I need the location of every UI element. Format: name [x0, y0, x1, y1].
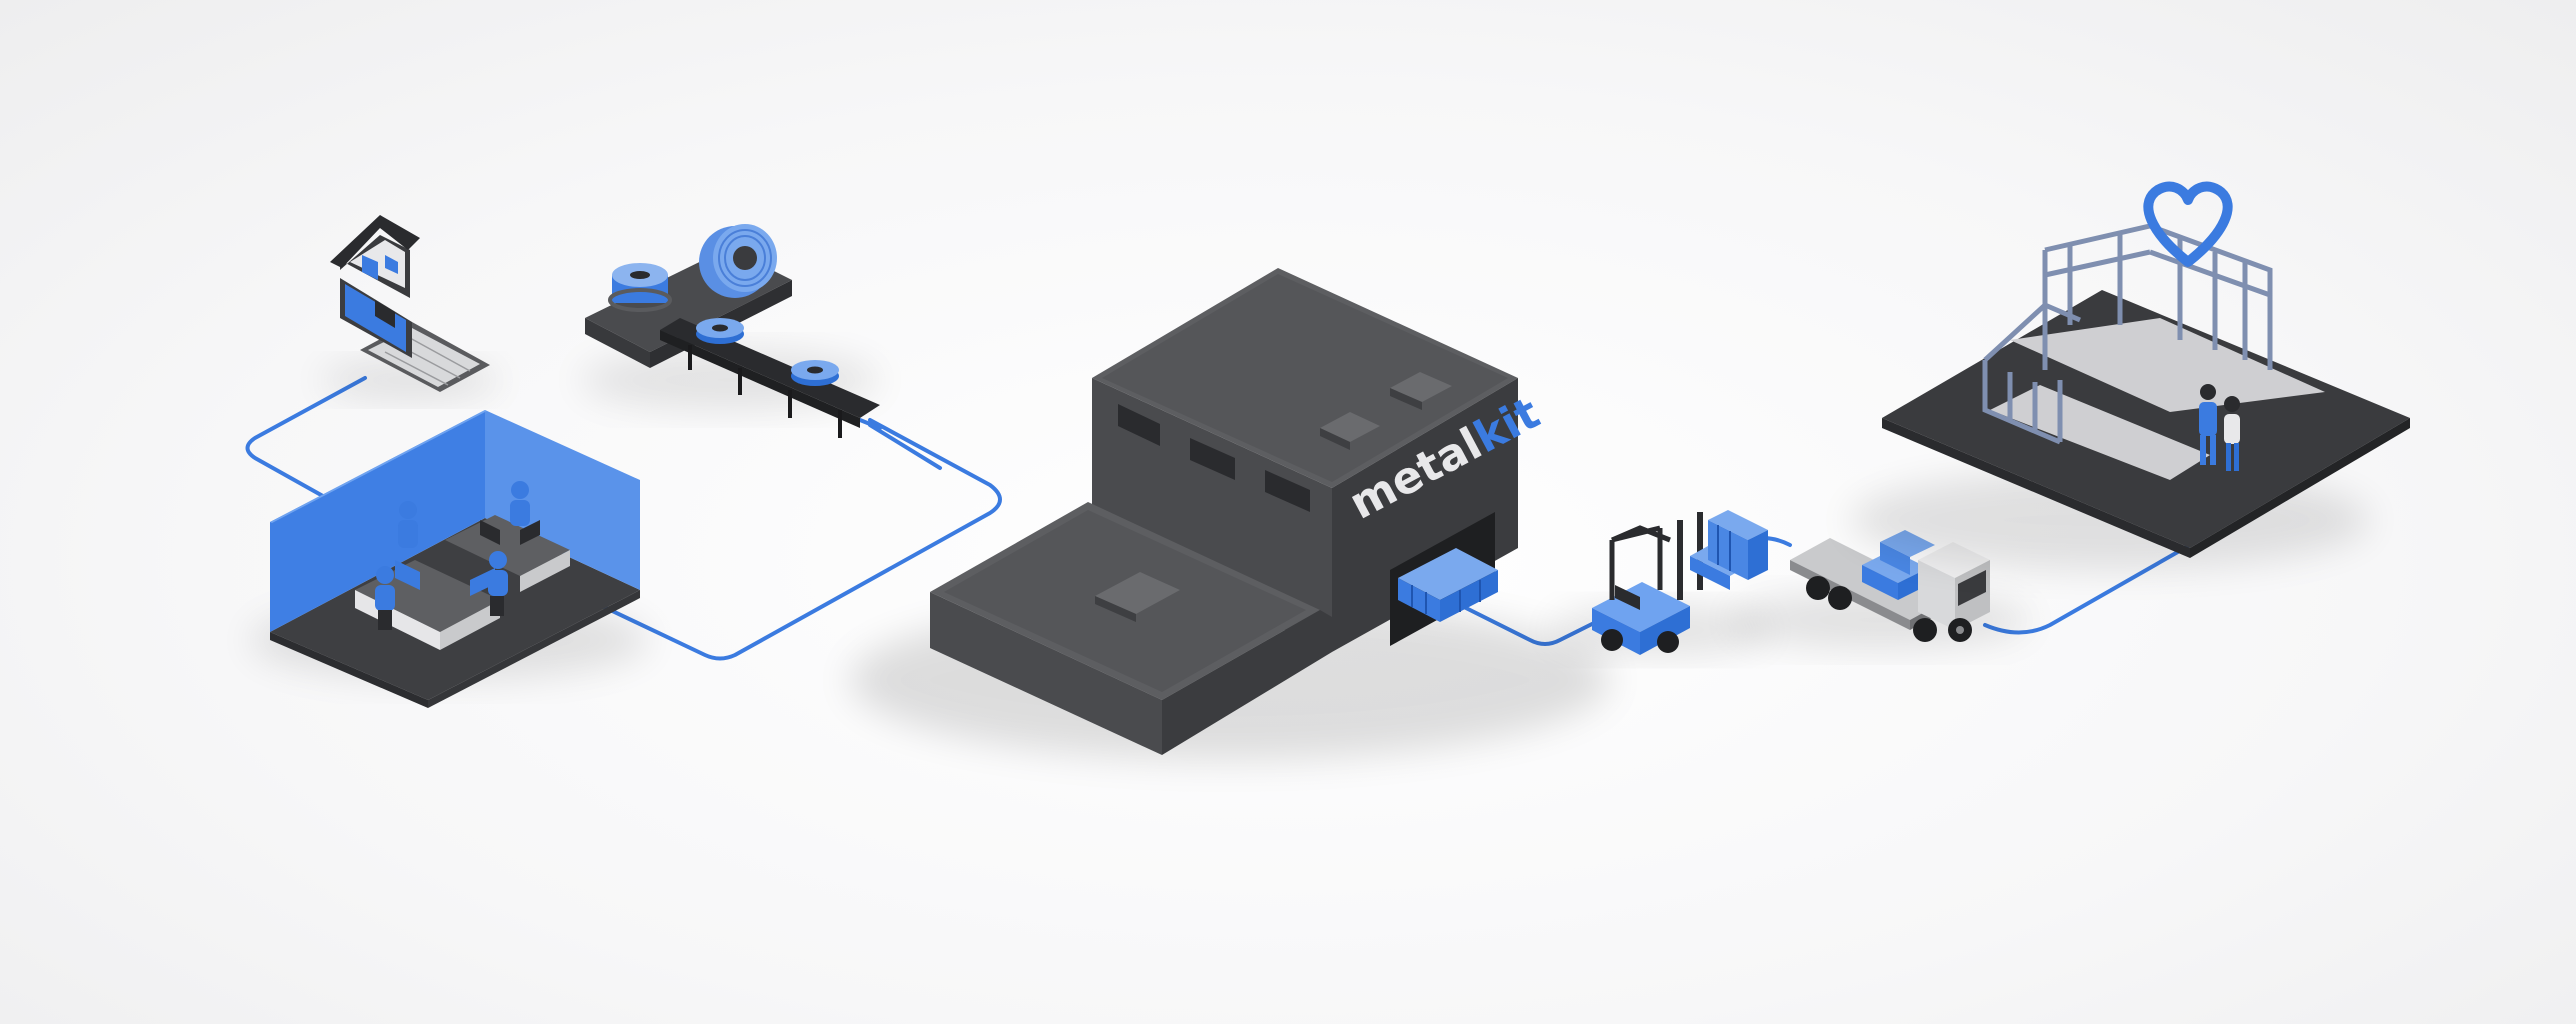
office-workers-icon	[250, 410, 650, 708]
steel-coil-large	[699, 224, 777, 298]
steel-coil	[696, 318, 744, 344]
path-office-to-factory	[583, 418, 1002, 661]
heart-icon	[2143, 181, 2233, 267]
steel-coil	[791, 360, 839, 386]
path-conveyor-to-factory	[858, 418, 942, 470]
forklift-icon	[1550, 510, 1770, 655]
couple-icon	[2199, 384, 2240, 471]
steel-coil-conveyor-icon	[580, 224, 880, 438]
factory-building-icon: metalkit	[850, 268, 1610, 760]
laptop-with-house-and-cart-icon	[320, 215, 500, 398]
house-frame-with-heart-icon	[1850, 181, 2410, 570]
steel-coil	[608, 263, 672, 312]
path-laptop-to-office	[245, 376, 367, 502]
pallet-crates	[1398, 548, 1498, 622]
